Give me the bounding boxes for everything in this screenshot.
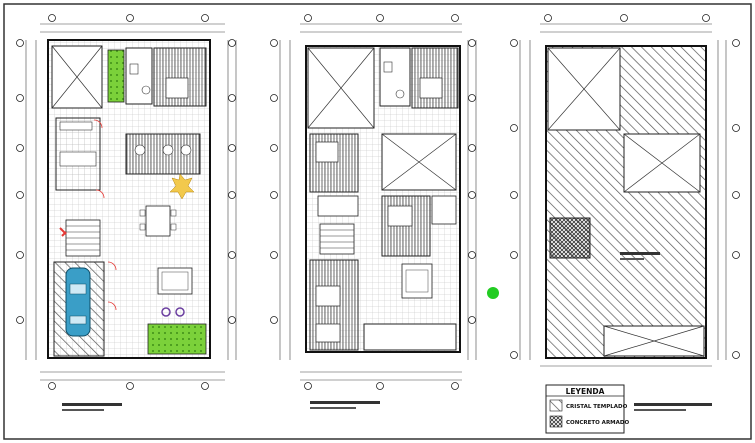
ground-floor-plan <box>16 14 237 411</box>
bed-icon <box>165 77 189 99</box>
garden-planter <box>107 49 125 103</box>
legend-swatch-concrete <box>549 415 563 428</box>
front-garden <box>147 323 207 355</box>
axis-bubbles <box>16 14 236 390</box>
roof-plan <box>510 14 740 411</box>
car-icon <box>65 267 91 337</box>
sheet-frame <box>3 3 752 440</box>
green-marker <box>487 287 499 299</box>
sofa-icon <box>157 267 193 295</box>
plan-title-bar <box>310 401 380 404</box>
upper-floor-plan <box>270 14 499 409</box>
dining-table-icon <box>145 205 171 237</box>
legend-box: LEYENDA CRISTAL TEMPLADO CONCRETO ARMADO <box>545 384 629 434</box>
legend-label-glass: CRISTAL TEMPLADO <box>566 404 628 410</box>
plan-title-bar <box>62 403 122 406</box>
legend-swatch-glass <box>549 399 563 412</box>
yellow-plant-icon <box>169 173 195 200</box>
legend-label-concrete: CONCRETO ARMADO <box>566 420 629 426</box>
legend-title: LEYENDA <box>566 387 605 396</box>
concrete-block <box>549 217 591 259</box>
plan-title-bar <box>634 403 712 406</box>
